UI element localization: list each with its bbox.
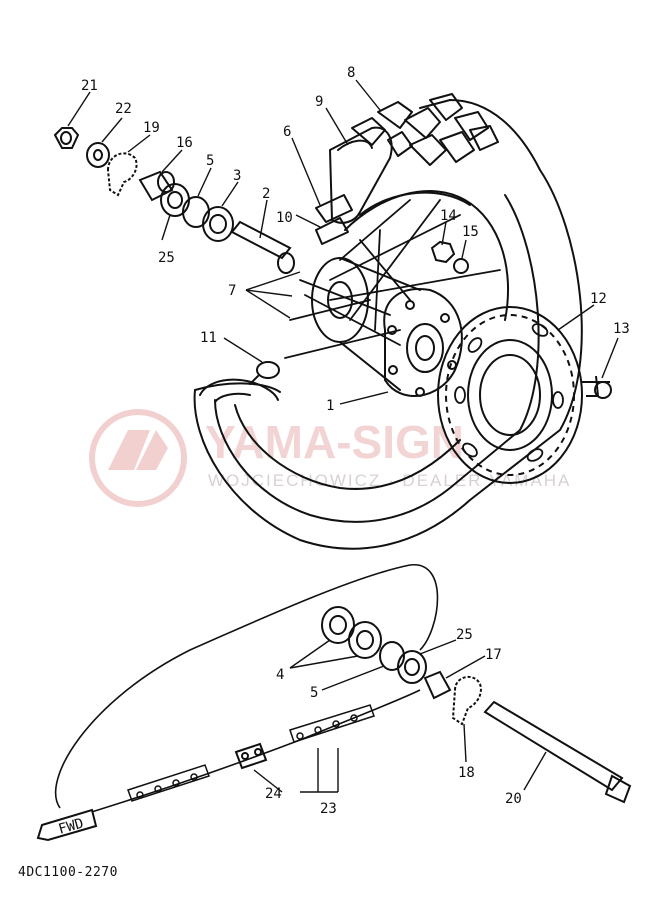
callout-9: 9 bbox=[315, 94, 323, 110]
callout-12: 12 bbox=[590, 291, 607, 307]
leader-lines bbox=[67, 79, 619, 793]
rim-cutaway bbox=[199, 378, 279, 401]
chain-puller-right bbox=[451, 675, 482, 726]
callout-24: 24 bbox=[265, 786, 282, 802]
callout-13: 13 bbox=[613, 321, 630, 337]
rim-upper-inner bbox=[359, 191, 471, 216]
upper-hub-parts bbox=[53, 127, 295, 274]
callout-21: 21 bbox=[81, 78, 98, 94]
callout-10: 10 bbox=[276, 210, 293, 226]
callout-14: 14 bbox=[440, 208, 457, 224]
callout-22: 22 bbox=[115, 101, 132, 117]
hub-left-flange bbox=[311, 257, 369, 343]
callout-5-upper: 5 bbox=[206, 153, 214, 169]
callout-7: 7 bbox=[228, 283, 236, 299]
forward-arrow-shape bbox=[36, 808, 98, 842]
rim-upper bbox=[344, 190, 509, 321]
oil-seal-right bbox=[397, 650, 427, 684]
rear-wheel bbox=[193, 93, 583, 550]
axle-nut bbox=[53, 127, 80, 149]
forward-label: FWD bbox=[57, 815, 86, 837]
rim-band-inner bbox=[337, 139, 373, 151]
callout-20: 20 bbox=[505, 791, 522, 807]
callout-11: 11 bbox=[200, 330, 217, 346]
wheel-collar-right bbox=[423, 670, 452, 700]
callout-5-lower: 5 bbox=[310, 685, 318, 701]
bearing-left bbox=[202, 206, 234, 242]
sprocket-outer bbox=[437, 306, 583, 484]
circlip-upper bbox=[182, 196, 210, 228]
hub-sprocket-flange bbox=[383, 288, 463, 397]
sprocket-inner-ring bbox=[467, 339, 553, 451]
callout-3: 3 bbox=[233, 168, 241, 184]
lower-axle-parts bbox=[54, 564, 632, 816]
rear-sprocket bbox=[437, 306, 583, 484]
rim-lower bbox=[234, 404, 461, 490]
rim-band bbox=[329, 126, 393, 224]
chain-puller-left bbox=[106, 152, 138, 197]
watermark-title: YAMA-SIGN bbox=[205, 416, 464, 468]
callout-25-upper: 25 bbox=[158, 250, 175, 266]
forward-arrow: FWD bbox=[36, 808, 98, 842]
drive-chain-loop bbox=[54, 564, 439, 809]
axle-washer bbox=[86, 142, 110, 168]
circlip-lower bbox=[379, 641, 405, 671]
tire-tread bbox=[351, 93, 499, 166]
tube-valve-body bbox=[315, 194, 353, 223]
sprocket-lock-washer bbox=[453, 258, 469, 274]
sprocket-nut bbox=[430, 240, 456, 264]
callout-8: 8 bbox=[347, 65, 355, 81]
bearing-spacer bbox=[230, 220, 292, 260]
chain-master-link bbox=[234, 742, 268, 770]
hub-center-bore-inner bbox=[415, 335, 435, 361]
callout-labels: 21 22 19 16 5 3 2 6 9 8 10 11 25 7 1 14 … bbox=[81, 65, 630, 817]
bearing-right-b bbox=[348, 621, 382, 659]
diagram-part-code: 4DC1100-2270 bbox=[18, 865, 118, 880]
callout-1: 1 bbox=[326, 398, 334, 414]
rim-lock bbox=[315, 217, 349, 245]
rim-lock-nut bbox=[256, 361, 280, 379]
watermark: YAMA-SIGN WOJCIECHOWICZ · DEALER YAMAHA bbox=[89, 409, 571, 507]
watermark-logo-mark bbox=[108, 430, 168, 470]
callout-25-lower: 25 bbox=[456, 627, 473, 643]
hub-body-bottom bbox=[339, 341, 401, 391]
sprocket-teeth bbox=[445, 314, 575, 476]
callout-4: 4 bbox=[276, 667, 284, 683]
sprocket-bore bbox=[479, 354, 541, 436]
tire-inner bbox=[214, 194, 540, 523]
callout-16: 16 bbox=[176, 135, 193, 151]
hub-left-bore bbox=[327, 281, 353, 319]
callout-15: 15 bbox=[462, 224, 479, 240]
drive-chain bbox=[127, 704, 375, 802]
bearing-right-a bbox=[321, 606, 355, 644]
rear-axle bbox=[483, 700, 624, 792]
watermark-logo-ring bbox=[89, 409, 187, 507]
callout-19: 19 bbox=[143, 120, 160, 136]
callout-2: 2 bbox=[262, 186, 270, 202]
hardware bbox=[430, 240, 612, 399]
callout-17: 17 bbox=[485, 647, 502, 663]
callout-23: 23 bbox=[320, 801, 337, 817]
watermark-subtitle: WOJCIECHOWICZ · DEALER YAMAHA bbox=[208, 471, 571, 490]
callout-18: 18 bbox=[458, 765, 475, 781]
hub-center-bore bbox=[406, 323, 444, 373]
tire-outer bbox=[193, 99, 583, 550]
hub-body-top bbox=[339, 257, 421, 291]
callout-6: 6 bbox=[283, 124, 291, 140]
oil-seal-left bbox=[160, 183, 190, 217]
